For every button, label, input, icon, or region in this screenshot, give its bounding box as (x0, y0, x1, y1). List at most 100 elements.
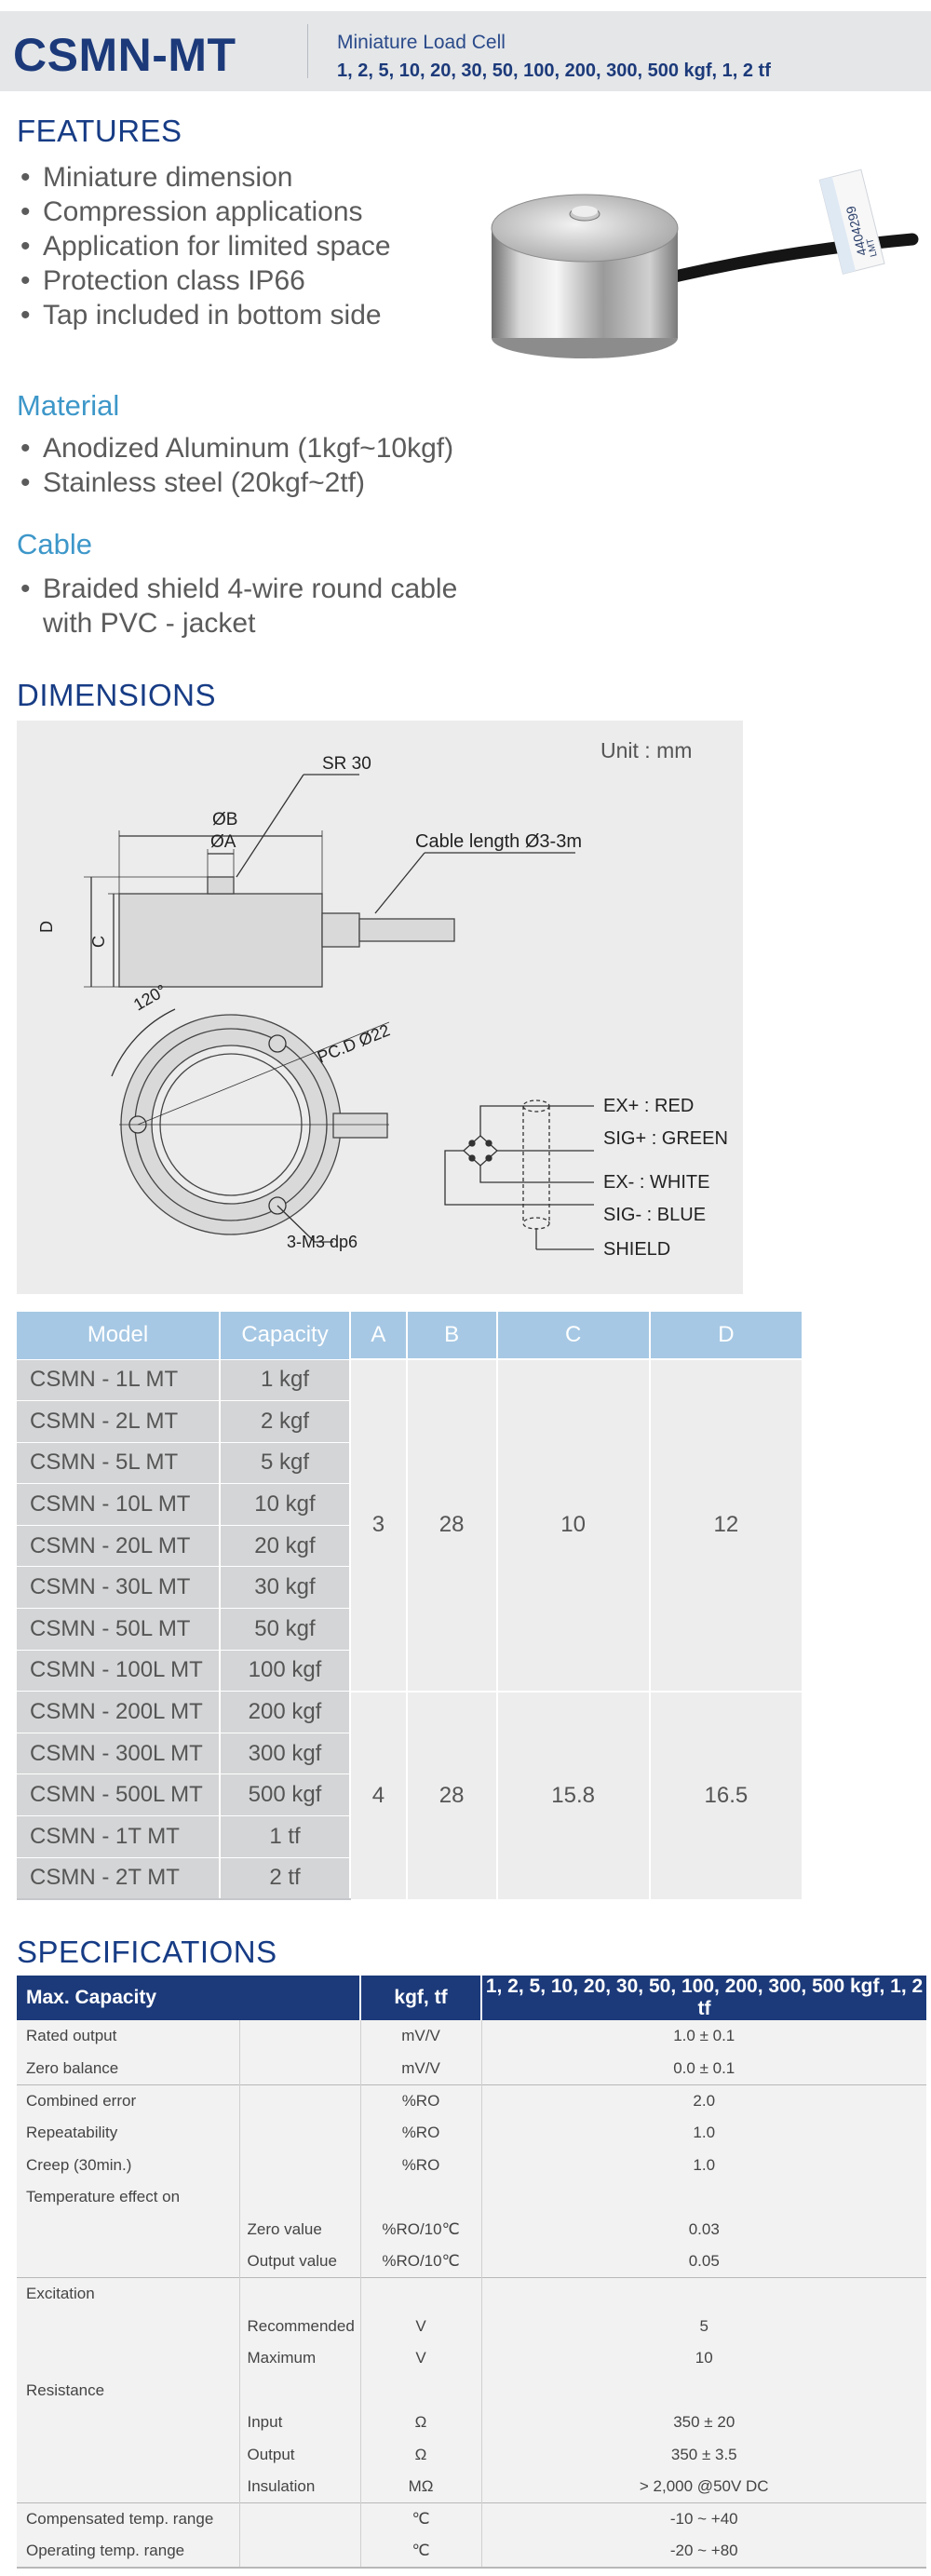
material-list: Anodized Aluminum (1kgf~10kgf) Stainless… (19, 431, 453, 500)
cable-list: Braided shield 4-wire round cable with P… (19, 572, 457, 641)
dim-d-cell: 16.5 (649, 1690, 804, 1899)
spec-c4-cell (480, 2180, 926, 2214)
capacity-cell: 5 kgf (220, 1441, 351, 1484)
dimensions-heading: DIMENSIONS (17, 678, 217, 712)
spec-c4-cell (480, 2277, 926, 2311)
spec-c4-cell: -10 ~ +40 (480, 2502, 926, 2536)
header-divider (307, 24, 308, 78)
table-row: CSMN - 1L MT 1 kgf 3 28 10 12 (17, 1358, 804, 1692)
spec-c2-cell: Maximum (238, 2341, 360, 2375)
spec-c1-cell (17, 2407, 239, 2439)
capacity-cell: 300 kgf (220, 1732, 351, 1774)
model-table: Model Capacity A B C D CSMN - 1L MT 1 kg… (17, 1312, 804, 1900)
cable-length-label: Cable length Ø3-3m (415, 831, 582, 852)
dimension-drawing: Unit : mm SR 30 ØB ØA Cable length Ø3-3m… (17, 721, 743, 1294)
capacity-cell: 30 kgf (220, 1566, 351, 1609)
spec-c3-cell (359, 2277, 481, 2311)
spec-c3-cell: mV/V (359, 2052, 481, 2085)
model-cell: CSMN - 300L MT (17, 1732, 221, 1774)
spec-c1-cell (17, 2246, 239, 2278)
feature-item: Tap included in bottom side (19, 298, 391, 332)
spec-c2-cell (238, 2374, 360, 2407)
dim-a-cell: 3 (350, 1358, 408, 1692)
spec-c2-cell (238, 2084, 360, 2117)
spec-c2-cell (238, 2052, 360, 2085)
spec-c2-cell: Output (238, 2438, 360, 2472)
spec-header-values: 1, 2, 5, 10, 20, 30, 50, 100, 200, 300, … (480, 1976, 926, 2020)
spec-c4-cell: -20 ~ +80 (480, 2535, 926, 2569)
feature-item: Compression applications (19, 195, 391, 229)
spec-c1-cell: Creep (30min.) (17, 2149, 239, 2181)
capacity-cell: 1 tf (220, 1815, 351, 1858)
wire-sig-plus: SIG+ : GREEN (603, 1128, 728, 1149)
material-heading: Material (17, 389, 120, 422)
spec-header-capacity: Max. Capacity (17, 1976, 360, 2020)
sr-label: SR 30 (322, 754, 371, 774)
material-item: Stainless steel (20kgf~2tf) (19, 465, 453, 500)
spec-c3-cell (359, 2374, 481, 2407)
capacity-cell: 100 kgf (220, 1649, 351, 1692)
spec-c3-cell: Ω (359, 2438, 481, 2472)
capacity-cell: 2 tf (220, 1856, 351, 1900)
d-label: D (37, 921, 56, 933)
header-capacity: Capacity (220, 1312, 351, 1359)
spec-c4-cell (480, 2374, 926, 2407)
specifications-heading: SPECIFICATIONS (17, 1935, 277, 1969)
spec-c3-cell (359, 2180, 481, 2214)
header-d: D (649, 1312, 804, 1359)
spec-c1-cell (17, 2310, 239, 2342)
spec-c1-cell: Compensated temp. range (17, 2502, 239, 2536)
product-image: 4404299 LMT (491, 169, 919, 358)
spec-c1-cell: Excitation (17, 2277, 239, 2311)
spec-c4-cell: 5 (480, 2310, 926, 2342)
dim-a-cell: 4 (350, 1690, 408, 1899)
spec-c1-cell: Temperature effect on (17, 2180, 239, 2214)
spec-row: Temperature effect on (17, 2180, 926, 2214)
capacity-cell: 200 kgf (220, 1691, 351, 1733)
product-subtitle: Miniature Load Cell (337, 32, 506, 53)
cable-line-2: with PVC - jacket (43, 608, 256, 639)
model-cell: CSMN - 1T MT (17, 1815, 221, 1858)
unit-label: Unit : mm (600, 738, 692, 762)
header-b: B (406, 1312, 498, 1359)
spec-c3-cell: ℃ (359, 2535, 481, 2569)
dim-d-cell: 12 (649, 1358, 804, 1692)
capacity-cell: 2 kgf (220, 1400, 351, 1443)
b-label: ØB (212, 810, 237, 829)
model-cell: CSMN - 200L MT (17, 1691, 221, 1733)
wire-shield: SHIELD (603, 1239, 670, 1260)
spec-c3-cell: V (359, 2341, 481, 2375)
spec-c2-cell (238, 2020, 360, 2053)
spec-c2-cell (238, 2180, 360, 2214)
spec-row: Resistance (17, 2374, 926, 2407)
spec-c1-cell (17, 2438, 239, 2472)
spec-c2-cell (238, 2149, 360, 2181)
table-row: CSMN - 200L MT 200 kgf 4 28 15.8 16.5 (17, 1690, 804, 1899)
model-cell: CSMN - 2T MT (17, 1856, 221, 1900)
spec-c1-cell: Operating temp. range (17, 2535, 239, 2569)
spec-c4-cell: 350 ± 20 (480, 2407, 926, 2439)
model-cell: CSMN - 30L MT (17, 1566, 221, 1609)
spec-c3-cell: MΩ (359, 2471, 481, 2503)
model-cell: CSMN - 100L MT (17, 1649, 221, 1692)
header-c: C (496, 1312, 651, 1359)
spec-c3-cell: ℃ (359, 2502, 481, 2536)
header-a: A (350, 1312, 408, 1359)
model-cell: CSMN - 20L MT (17, 1524, 221, 1567)
spec-c1-cell: Resistance (17, 2374, 239, 2407)
spec-c2-cell (238, 2277, 360, 2311)
model-cell: CSMN - 500L MT (17, 1774, 221, 1816)
spec-c3-cell: %RO/10℃ (359, 2246, 481, 2278)
model-cell: CSMN - 5L MT (17, 1441, 221, 1484)
